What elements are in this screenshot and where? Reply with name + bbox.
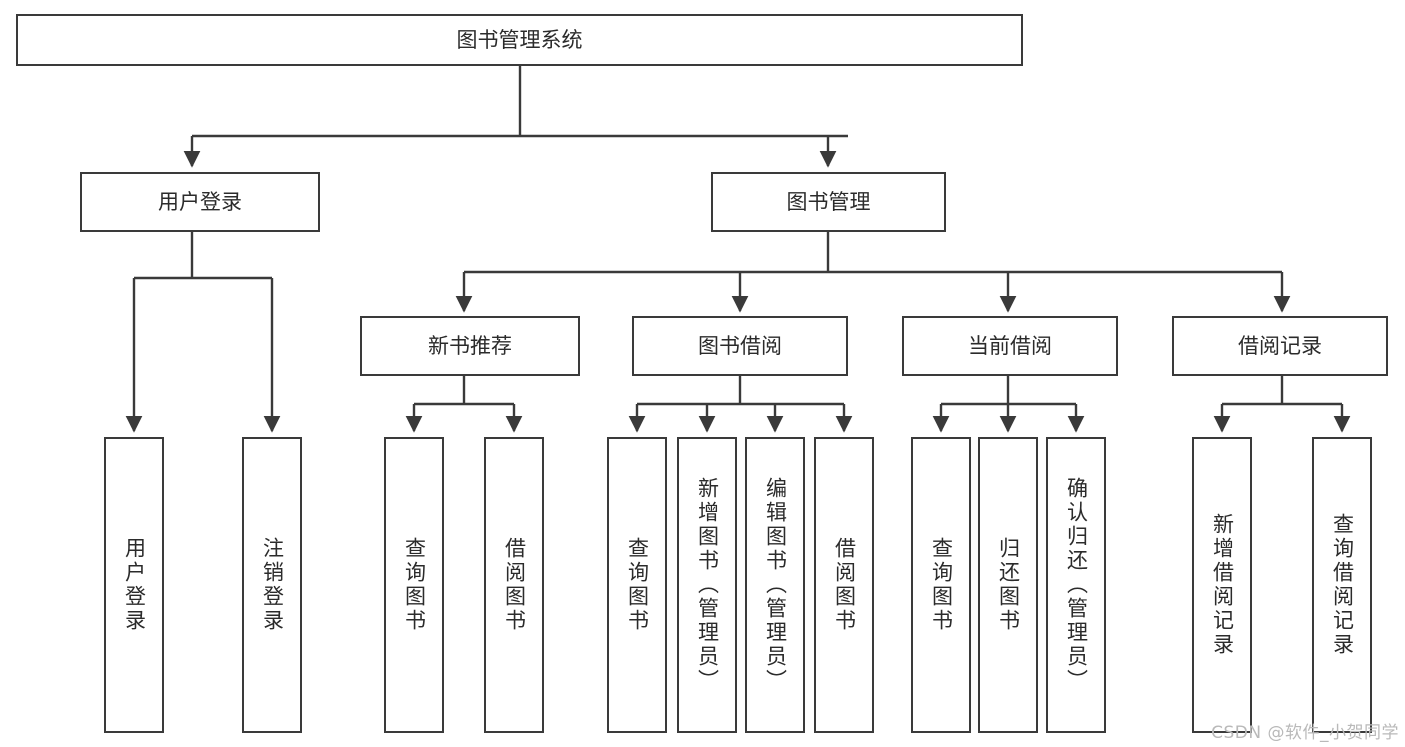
node-label: 借阅图书 (502, 537, 527, 633)
node-label: 归还图书 (996, 537, 1021, 633)
node-label: 注销登录 (260, 537, 285, 633)
node-leaf-edit-book[interactable]: 编辑图书（管理员） (745, 437, 805, 733)
node-leaf-add-book[interactable]: 新增图书（管理员） (677, 437, 737, 733)
node-leaf-borrow-book-2[interactable]: 借阅图书 (814, 437, 874, 733)
node-leaf-logout-login[interactable]: 注销登录 (242, 437, 302, 733)
csdn-watermark: CSDN @软件_小贺同学 (1211, 723, 1399, 743)
node-leaf-query-book-3[interactable]: 查询图书 (911, 437, 971, 733)
node-new-book-recommend[interactable]: 新书推荐 (360, 316, 580, 376)
node-label: 图书借阅 (698, 333, 782, 358)
node-label: 查询图书 (625, 537, 650, 633)
node-leaf-user-login[interactable]: 用户登录 (104, 437, 164, 733)
node-label: 新书推荐 (428, 333, 512, 358)
node-leaf-query-book-1[interactable]: 查询图书 (384, 437, 444, 733)
node-label: 新增图书（管理员） (695, 477, 720, 693)
node-label: 用户登录 (158, 189, 242, 214)
node-book-borrow[interactable]: 图书借阅 (632, 316, 848, 376)
node-label: 查询借阅记录 (1330, 513, 1355, 657)
node-leaf-confirm-return[interactable]: 确认归还（管理员） (1046, 437, 1106, 733)
node-label: 图书管理 (786, 189, 871, 214)
node-label: 当前借阅 (968, 333, 1052, 358)
node-book-management[interactable]: 图书管理 (711, 172, 946, 232)
node-label: 编辑图书（管理员） (763, 477, 788, 693)
node-label: 用户登录 (122, 537, 147, 633)
node-leaf-query-record[interactable]: 查询借阅记录 (1312, 437, 1372, 733)
node-leaf-borrow-book-1[interactable]: 借阅图书 (484, 437, 544, 733)
node-leaf-return-book[interactable]: 归还图书 (978, 437, 1038, 733)
node-leaf-add-record[interactable]: 新增借阅记录 (1192, 437, 1252, 733)
node-current-borrow[interactable]: 当前借阅 (902, 316, 1118, 376)
node-borrow-record[interactable]: 借阅记录 (1172, 316, 1388, 376)
node-label: 确认归还（管理员） (1064, 477, 1089, 693)
node-root-system[interactable]: 图书管理系统 (16, 14, 1023, 66)
node-label: 查询图书 (402, 537, 427, 633)
node-label: 借阅记录 (1238, 333, 1322, 358)
node-label: 新增借阅记录 (1210, 513, 1235, 657)
node-leaf-query-book-2[interactable]: 查询图书 (607, 437, 667, 733)
node-label: 图书管理系统 (456, 27, 583, 52)
node-label: 查询图书 (929, 537, 954, 633)
node-label: 借阅图书 (832, 537, 857, 633)
node-user-login[interactable]: 用户登录 (80, 172, 320, 232)
